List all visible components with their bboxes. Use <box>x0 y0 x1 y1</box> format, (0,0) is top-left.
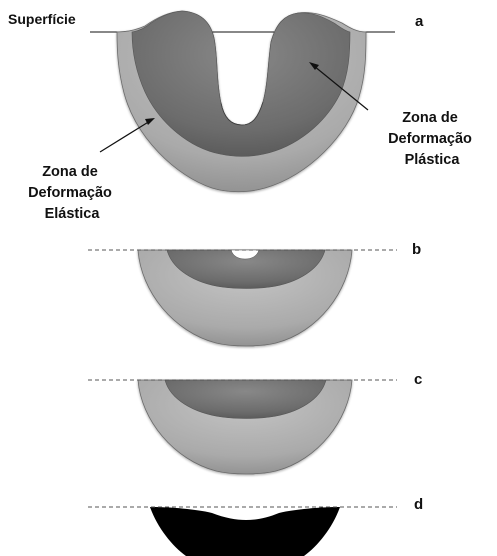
plastic-zone-label-line3: Plástica <box>405 152 461 168</box>
panel-b: b <box>88 241 421 347</box>
panel-letter-b: b <box>412 241 421 258</box>
plastic-zone-arrow <box>313 65 369 111</box>
elastic-zone-label-line3: Elástica <box>45 206 101 222</box>
plastic-zone-shape <box>131 10 351 157</box>
elastic-zone-label-line2: Deformação <box>28 185 112 201</box>
indent-groove <box>220 101 264 126</box>
panel-d: d <box>88 496 423 556</box>
elastic-zone-arrow <box>99 120 151 153</box>
removed-material-shape-d <box>150 507 340 556</box>
elastic-zone-arrowhead <box>145 118 155 125</box>
plastic-zone-label-line1: Zona de <box>402 110 458 126</box>
panel-a: Superfície Zona de Deformação Plástica Z… <box>8 10 476 222</box>
plastic-zone-label: Zona de Deformação Plástica <box>388 110 476 168</box>
elastic-zone-label: Zona de Deformação Elástica <box>28 164 116 222</box>
plastic-zone-shape-b <box>166 249 326 289</box>
panel-letter-c: c <box>414 371 422 388</box>
plastic-zone-shape-c <box>164 379 327 419</box>
elastic-zone-label-line1: Zona de <box>42 164 98 180</box>
plastic-zone-arrowhead <box>309 62 319 70</box>
panel-letter-a: a <box>415 13 424 30</box>
panel-letter-d: d <box>414 496 423 513</box>
surface-label: Superfície <box>8 11 76 27</box>
plastic-zone-label-line2: Deformação <box>388 131 472 147</box>
panel-c: c <box>88 371 422 475</box>
indent-residual-b <box>230 249 260 260</box>
